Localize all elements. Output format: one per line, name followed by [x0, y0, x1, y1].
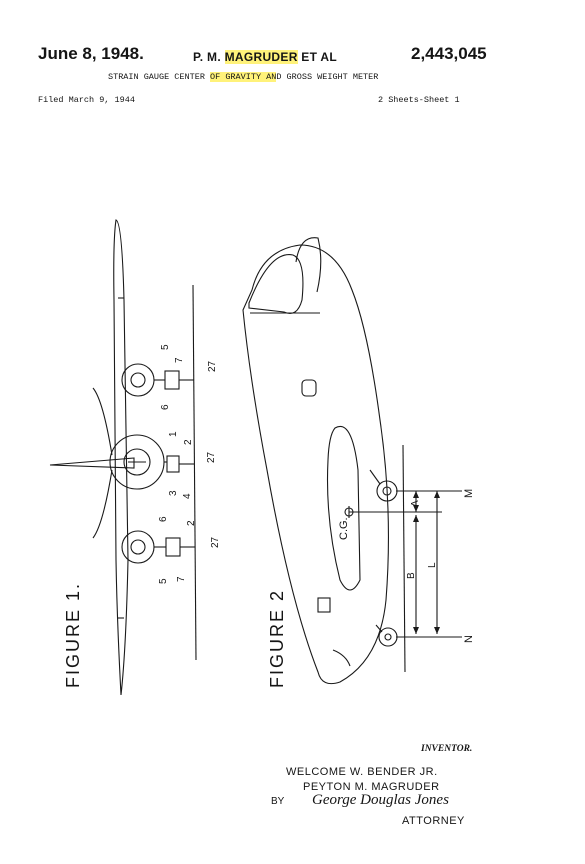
fig2-ref-B: B — [406, 572, 417, 579]
fig1-ref-7-lower: 7 — [176, 576, 187, 582]
attorney-label: ATTORNEY — [402, 815, 465, 827]
inventor-highlighted-name: MAGRUDER — [224, 50, 298, 64]
figure2-label: FIGURE 2 — [267, 589, 287, 688]
attorney-signature: George Douglas Jones — [312, 792, 449, 808]
fig1-ref-2-middle: 2 — [183, 439, 194, 445]
fig1-ref-5-upper: 5 — [160, 344, 171, 350]
fig1-ref-6-lower: 6 — [158, 516, 169, 522]
patent-number: 2,443,045 — [411, 44, 487, 63]
figure1-label: FIGURE 1. — [63, 582, 83, 688]
patent-date: June 8, 1948. — [38, 44, 144, 63]
inventor-suffix: ET AL — [297, 50, 338, 64]
fig1-ref-2-lower: 2 — [186, 520, 197, 526]
fig1-ref-4: 4 — [182, 493, 193, 499]
figure1-front-view — [49, 219, 197, 696]
figure2-side-view — [242, 237, 462, 685]
fig2-ref-N: N — [463, 635, 475, 643]
fig1-ref-5-lower: 5 — [158, 578, 169, 584]
sheet-count: 2 Sheets-Sheet 1 — [378, 95, 460, 105]
inventor-header: P. M. MAGRUDER ET AL — [193, 50, 337, 64]
patent-title: STRAIN GAUGE CENTER OF GRAVITY AND GROSS… — [108, 72, 378, 82]
fig1-ref-27-middle: 27 — [206, 451, 217, 463]
inventor-name-2: PEYTON M. MAGRUDER — [303, 781, 440, 793]
title-highlighted: OF GRAVITY AN — [210, 72, 277, 82]
fig1-ref-27-upper: 27 — [207, 360, 218, 372]
fig1-ref-1: 1 — [168, 431, 179, 437]
title-part-1: STRAIN GAUGE CENTER — [108, 72, 211, 82]
fig2-ref-A: A — [410, 500, 421, 507]
fig2-ref-M: M — [463, 489, 475, 498]
fig2-ref-L: L — [427, 562, 438, 568]
inventor-name-1: WELCOME W. BENDER JR. — [286, 766, 438, 778]
fig1-ref-27-lower: 27 — [210, 536, 221, 548]
title-part-2: D GROSS WEIGHT METER — [276, 72, 379, 82]
fig2-ref-CG: C.G. — [338, 517, 350, 540]
inventor-prefix: P. M. — [193, 50, 225, 64]
filed-date: Filed March 9, 1944 — [38, 95, 135, 105]
fig1-ref-7-upper: 7 — [174, 357, 185, 363]
fig1-ref-3: 3 — [168, 490, 179, 496]
by-label: BY — [271, 796, 285, 807]
inventor-label: INVENTOR. — [421, 744, 473, 754]
fig1-ref-6-upper: 6 — [160, 404, 171, 410]
